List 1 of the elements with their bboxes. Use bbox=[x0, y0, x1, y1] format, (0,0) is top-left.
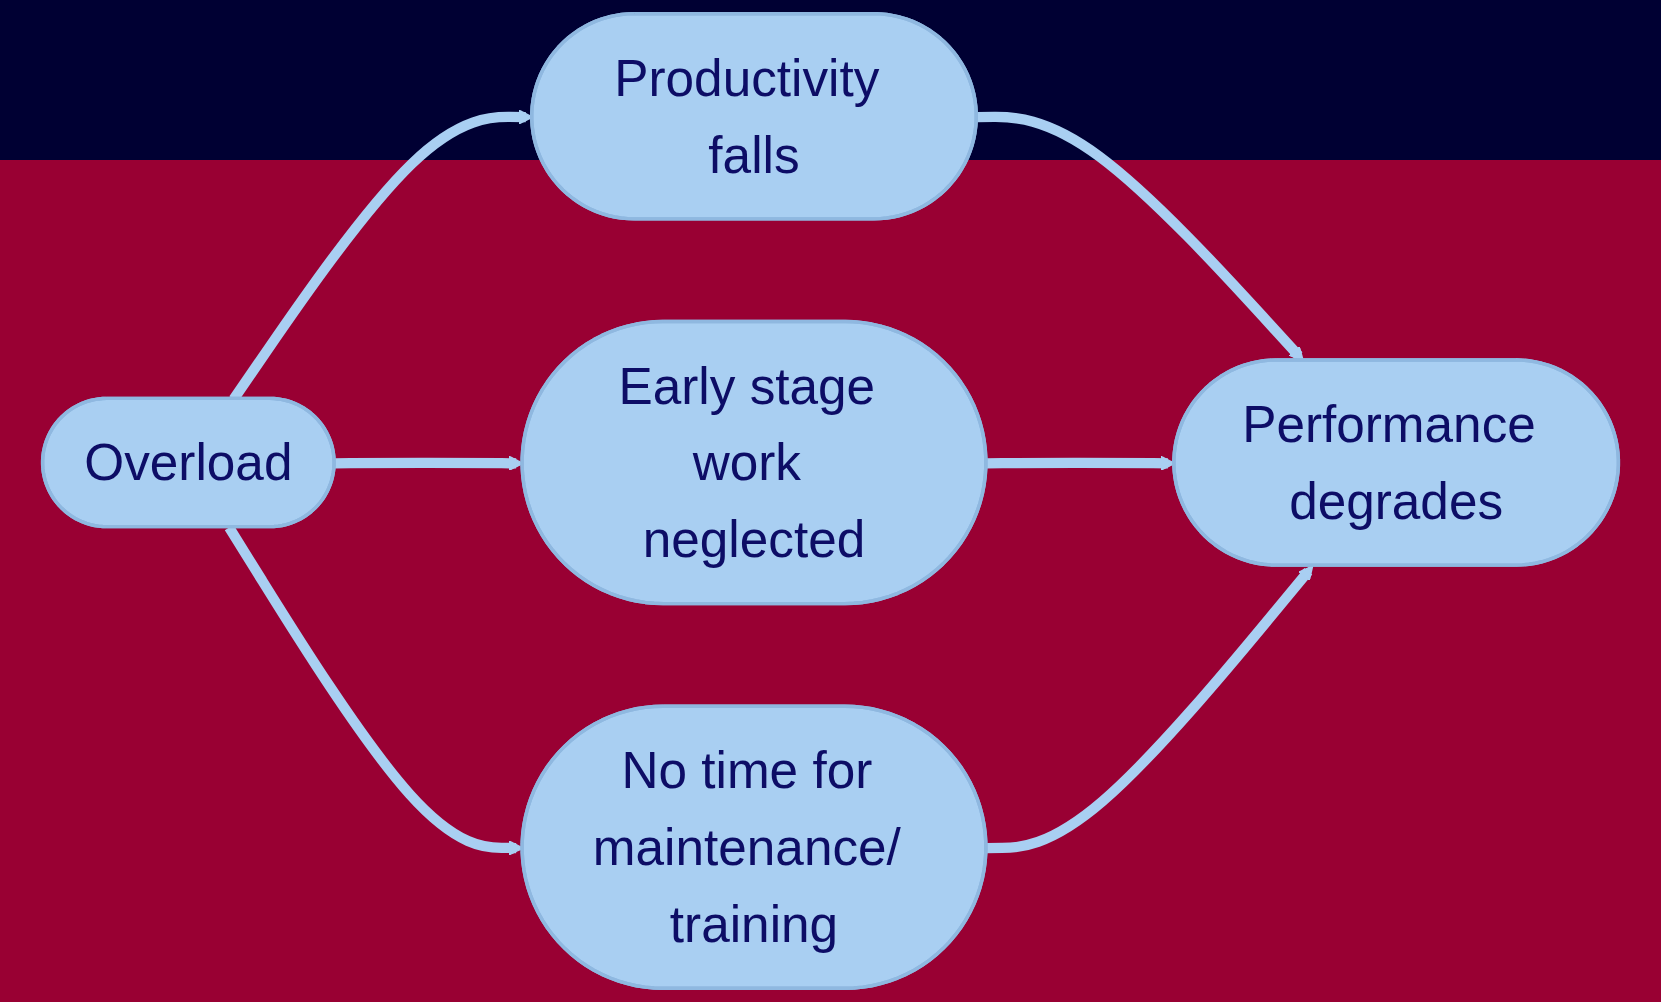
arrow bbox=[986, 565, 1314, 854]
